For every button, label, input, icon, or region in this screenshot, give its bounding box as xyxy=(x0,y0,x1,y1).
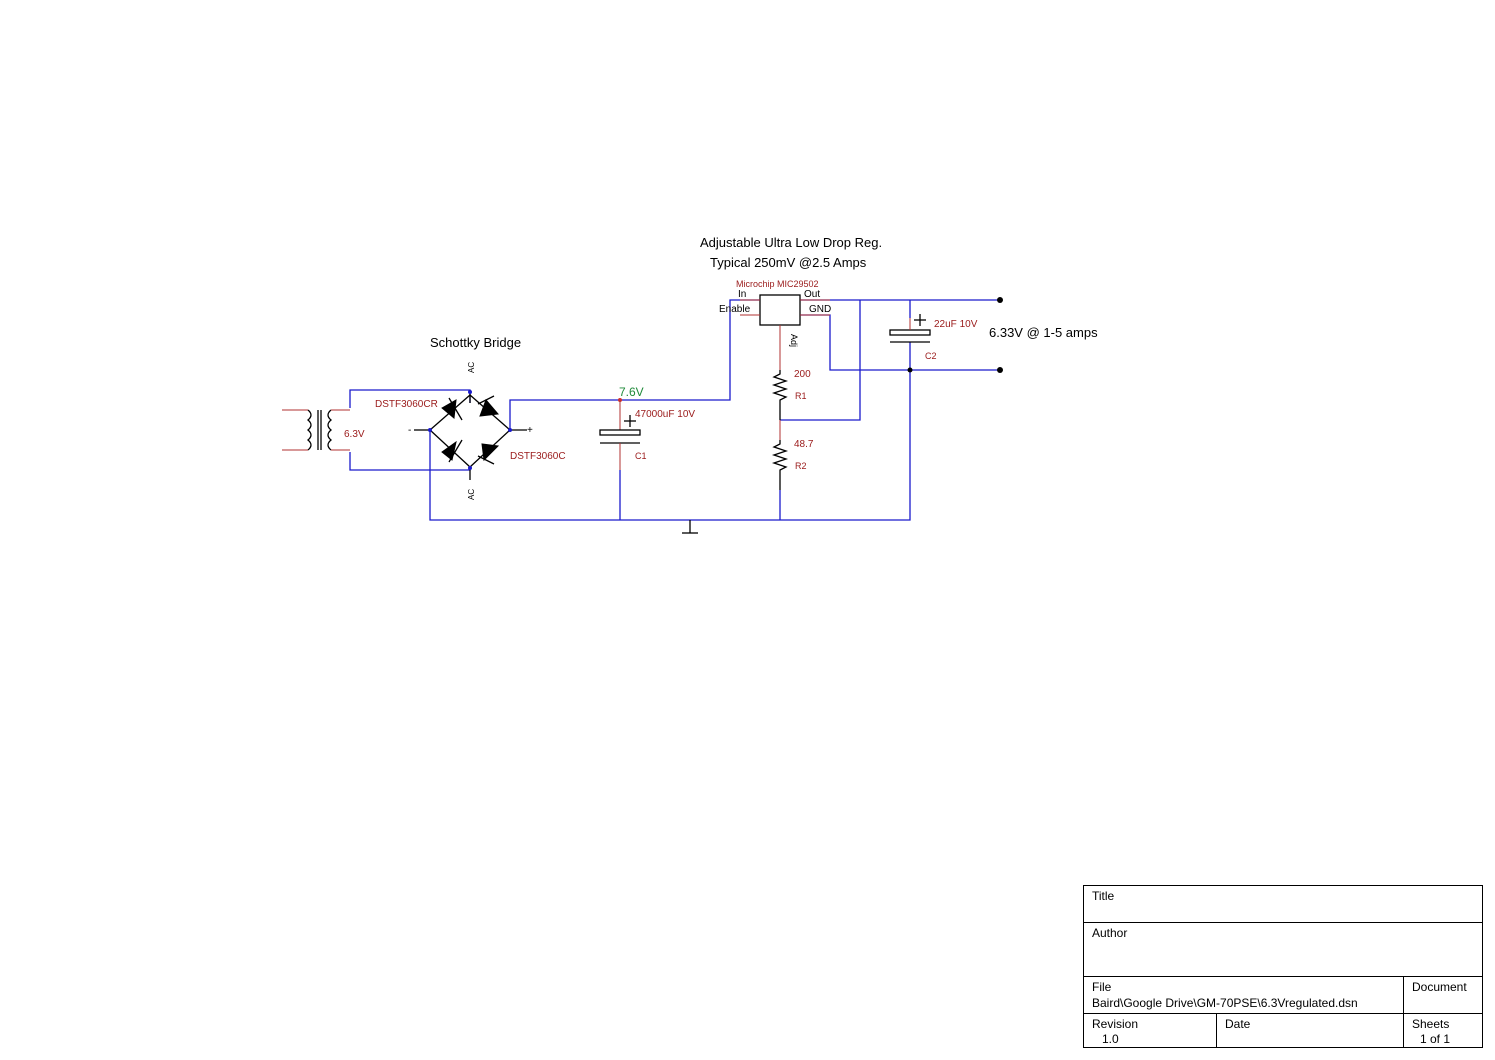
regulator-part-label: Microchip MIC29502 xyxy=(736,279,819,289)
capacitor-c1 xyxy=(599,398,641,470)
regulator-pin-enable: Enable xyxy=(719,304,751,315)
bridge-rectifier xyxy=(414,390,527,480)
c1-value-label: 47000uF 10V xyxy=(635,409,695,420)
regulator-pin-gnd: GND xyxy=(809,304,831,315)
regulator-title-line2: Typical 250mV @2.5 Amps xyxy=(710,255,867,270)
regulator-ic xyxy=(740,294,830,370)
date-cell: Date xyxy=(1217,1014,1404,1047)
resistor-r2 xyxy=(771,420,789,490)
author-label: Author xyxy=(1092,926,1128,940)
bridge-minus-label: - xyxy=(408,425,411,436)
document-label: Document xyxy=(1412,980,1467,994)
title-cell: Title xyxy=(1084,886,1482,923)
sheets-label: Sheets xyxy=(1412,1017,1450,1031)
capacitor-c2 xyxy=(889,314,931,373)
r1-ref-label: R1 xyxy=(795,391,807,401)
output-label: 6.33V @ 1-5 amps xyxy=(989,325,1098,340)
revision-cell: Revision 1.0 xyxy=(1084,1014,1217,1047)
regulator-pin-out: Out xyxy=(804,289,820,300)
bridge-title: Schottky Bridge xyxy=(430,335,521,350)
node-voltage-label: 7.6V xyxy=(619,385,644,399)
regulator-pin-in: In xyxy=(738,289,746,300)
date-label: Date xyxy=(1225,1017,1251,1031)
file-cell: File Baird\Google Drive\GM-70PSE\6.3Vreg… xyxy=(1084,977,1404,1014)
author-cell: Author xyxy=(1084,923,1482,977)
transformer xyxy=(282,409,350,451)
bridge-diode-top-label: DSTF3060CR xyxy=(375,399,438,410)
revision-value: 1.0 xyxy=(1102,1032,1119,1046)
transformer-secondary-label: 6.3V xyxy=(344,429,365,440)
file-label: File xyxy=(1092,980,1112,994)
r1-value-label: 200 xyxy=(794,369,811,380)
r2-value-label: 48.7 xyxy=(794,439,814,450)
regulator-pin-adj: Adj xyxy=(789,334,799,347)
c2-value-label: 22uF 10V xyxy=(934,319,978,330)
sheets-value: 1 of 1 xyxy=(1420,1032,1451,1046)
ground-symbol xyxy=(682,520,698,534)
output-terminal-positive xyxy=(997,297,1003,303)
bridge-ac-bottom-label: AC xyxy=(467,489,476,500)
bridge-plus-label: + xyxy=(527,425,533,436)
document-cell: Document xyxy=(1404,977,1482,1014)
regulator-title-line1: Adjustable Ultra Low Drop Reg. xyxy=(700,235,882,250)
r2-ref-label: R2 xyxy=(795,461,807,471)
c1-ref-label: C1 xyxy=(635,451,647,461)
sheets-cell: Sheets 1 of 1 xyxy=(1404,1014,1482,1047)
resistor-r1 xyxy=(771,370,789,420)
bridge-ac-top-label: AC xyxy=(467,362,476,373)
c2-ref-label: C2 xyxy=(925,351,937,361)
bridge-diode-bottom-label: DSTF3060C xyxy=(510,451,566,462)
title-label: Title xyxy=(1092,889,1115,903)
output-terminal-negative xyxy=(997,367,1003,373)
revision-label: Revision xyxy=(1092,1017,1139,1031)
title-block: Title Author File Baird\Google Drive\GM-… xyxy=(1083,885,1483,1048)
file-value: Baird\Google Drive\GM-70PSE\6.3Vregulate… xyxy=(1092,996,1358,1010)
